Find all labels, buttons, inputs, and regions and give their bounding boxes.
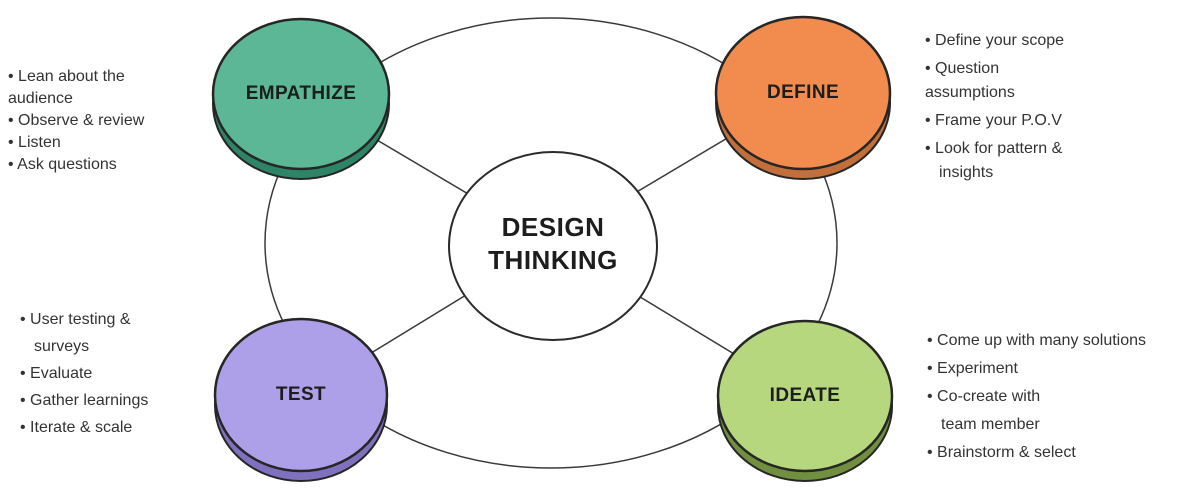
define-list: • Define your scope • Question assumptio… [925,29,1064,185]
list-item: • Observe & review [8,112,145,129]
list-item: • Question [925,60,1000,77]
ideate-circle-face [716,319,894,473]
define-circle [714,15,892,180]
list-item: • Look for pattern & [925,140,1063,157]
cycle-ring [264,17,838,469]
list-item: surveys [34,338,90,355]
list-item: • Define your scope [925,32,1065,49]
test-label: TEST [275,384,327,405]
list-item: • User testing & [20,311,131,328]
center-title: DESIGN THINKING [443,211,663,277]
list-item: • Ask questions [8,156,117,173]
test-list: • User testing & surveys • Evaluate • Ga… [20,306,148,441]
list-item: • Listen [8,134,61,151]
empathize-label: EMPATHIZE [245,83,357,104]
list-item: • Evaluate [20,365,93,382]
list-item: • Lean about the [8,68,125,85]
empathize-circle [211,17,391,180]
ideate-label: IDEATE [769,385,841,406]
list-item: insights [939,164,994,181]
ideate-list: • Come up with many solutions • Experime… [927,327,1146,467]
list-item: assumptions [925,84,1015,101]
list-item: • Brainstorm & select [927,444,1076,461]
list-item: • Gather learnings [20,392,149,409]
list-item: • Co-create with [927,388,1041,405]
define-circle-face [714,15,892,171]
center-title-line1: DESIGN [501,212,605,242]
ideate-circle [716,319,894,482]
test-circle-face [213,317,389,473]
list-item: • Experiment [927,360,1018,377]
center-circle [448,151,658,341]
list-item: • Come up with many solutions [927,332,1147,349]
list-item: • Frame your P.O.V [925,112,1062,129]
empathize-circle-face [211,17,391,171]
empathize-list: • Lean about the audience • Observe & re… [8,66,144,176]
define-label: DEFINE [766,82,840,103]
list-item: team member [941,416,1040,433]
list-item: • Iterate & scale [20,419,133,436]
test-circle [213,317,389,482]
center-title-line2: THINKING [488,245,618,275]
list-item: audience [8,90,73,107]
